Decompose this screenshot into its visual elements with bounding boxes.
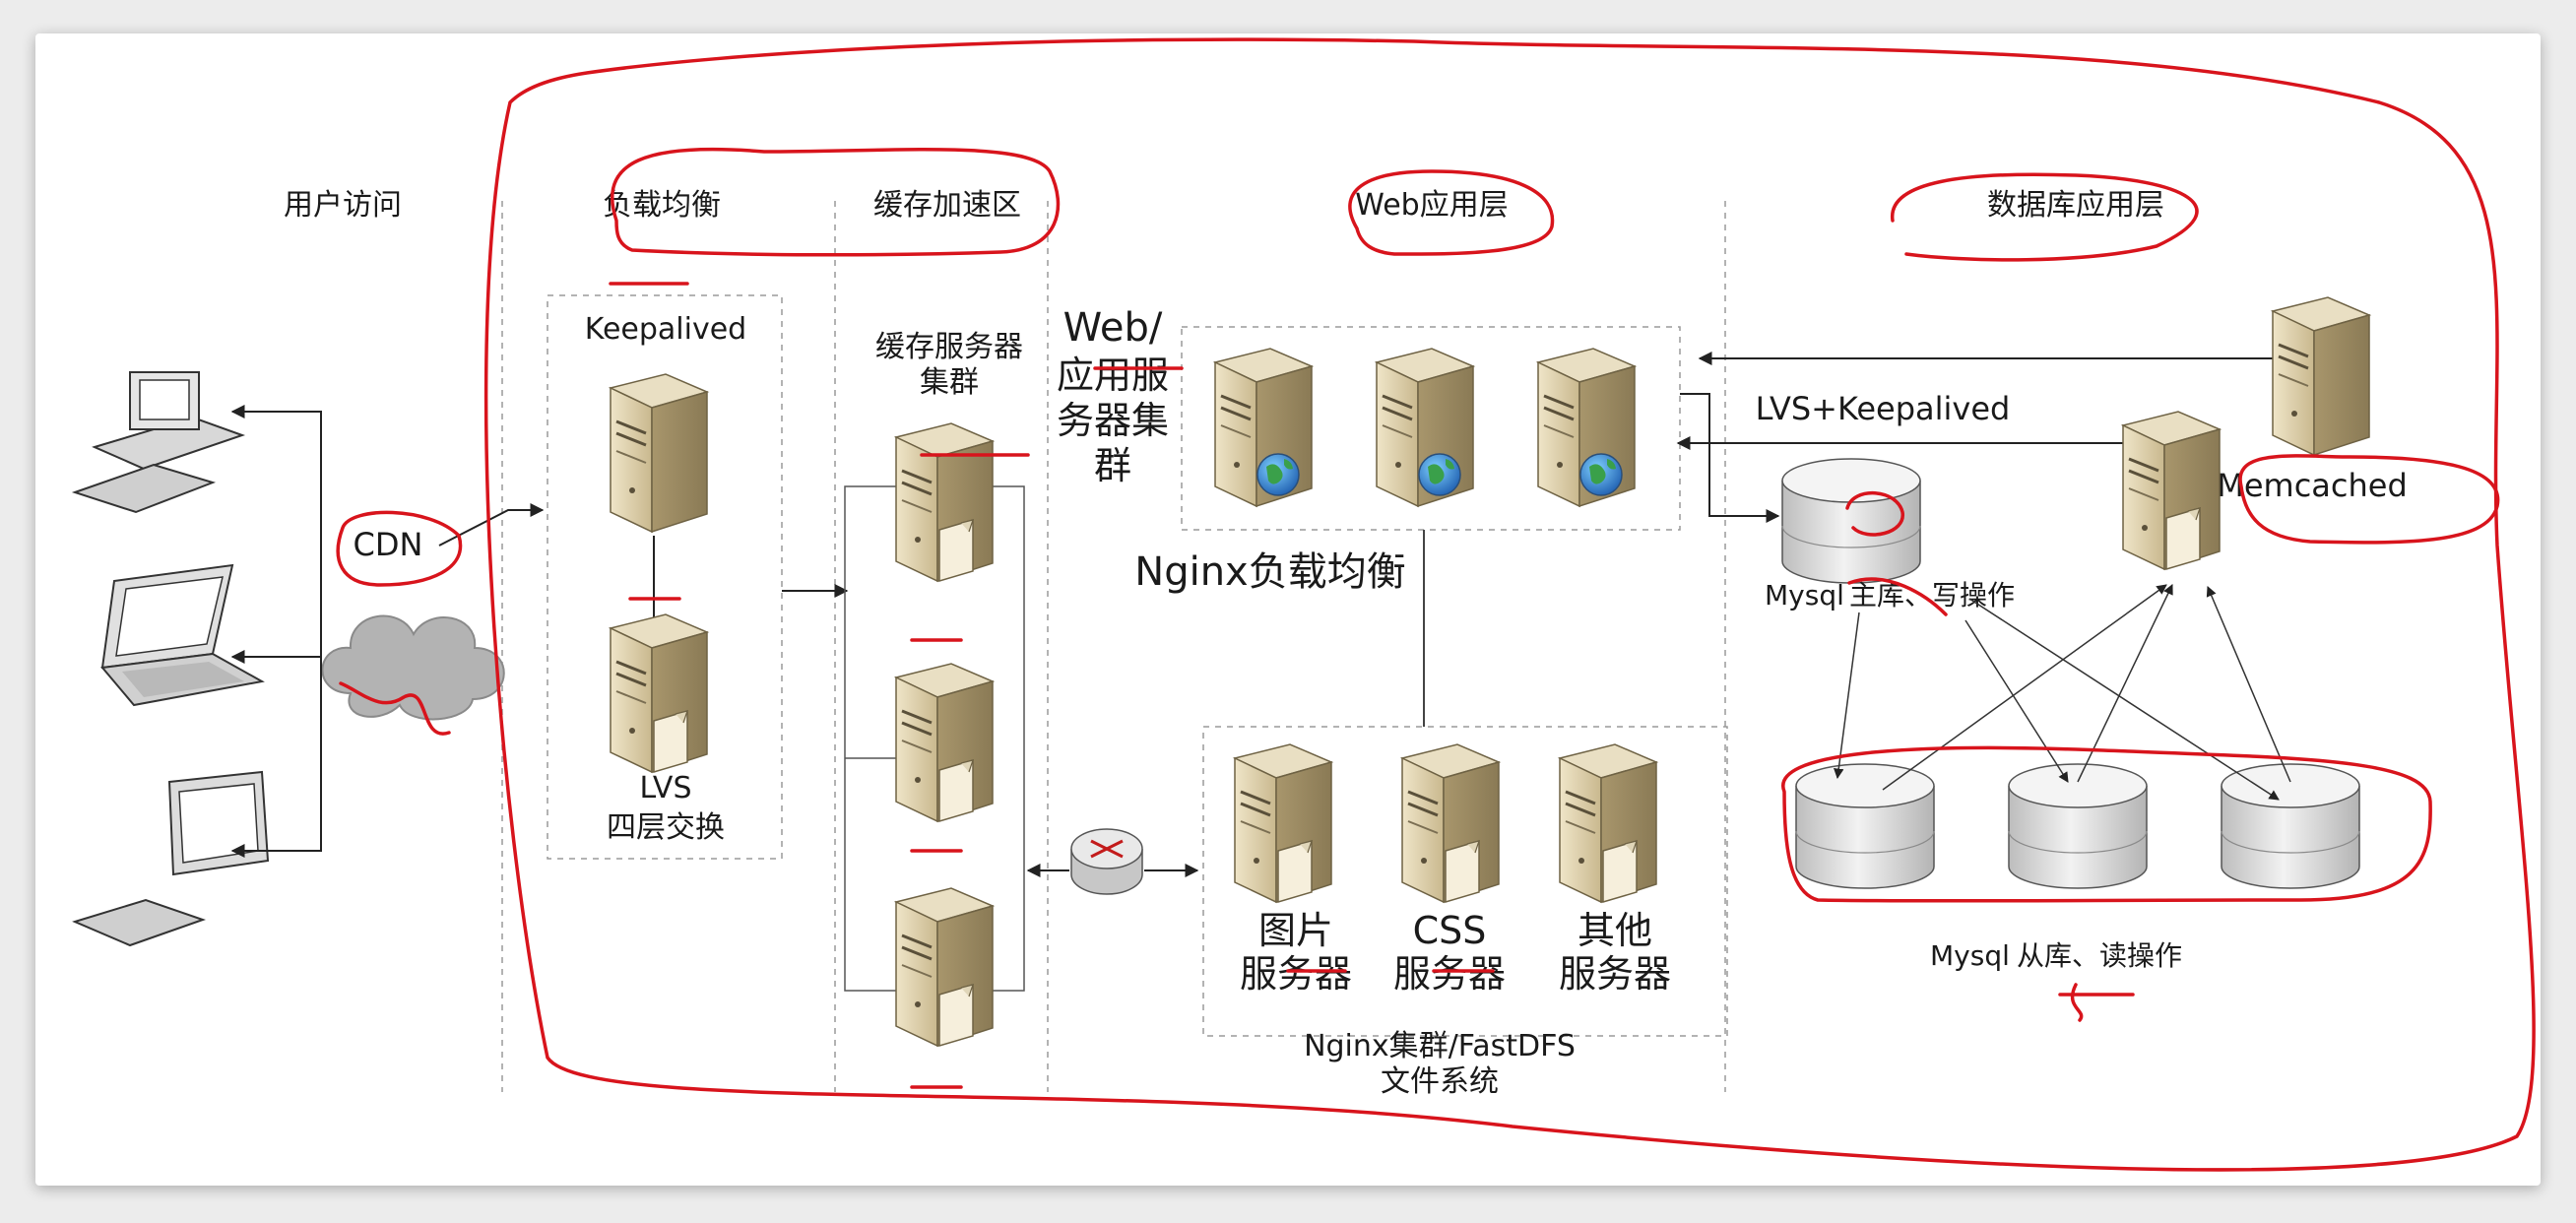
mysql-slave-2-disk-icon xyxy=(2008,763,2148,889)
mysql-slave-3-disk-icon xyxy=(2221,763,2360,889)
heading-user-access: 用户访问 xyxy=(284,188,402,223)
cdn-label: CDN xyxy=(354,526,423,563)
web-server-3-icon xyxy=(1538,349,1635,506)
other-server-label-1: 其他 xyxy=(1578,909,1652,952)
web-cluster-label-2: 应用服 xyxy=(1057,354,1169,397)
mysql-slave-label-b: 从库、读操作 xyxy=(2017,939,2182,972)
laptop-icon xyxy=(100,563,265,707)
other-server-icon xyxy=(1560,744,1656,902)
mysql-slave-label-a: Mysql xyxy=(1930,939,2010,972)
cache-cluster-label-1: 缓存服务器 xyxy=(875,330,1023,364)
heading-cache-zone: 缓存加速区 xyxy=(873,188,1021,223)
lvs-keepalived-server-icon xyxy=(2123,412,2220,569)
image-server-icon xyxy=(1235,744,1331,902)
web-cluster-group xyxy=(1181,326,1681,531)
mysql-master-disk-icon xyxy=(1781,458,1921,584)
cdn-cloud-icon xyxy=(321,614,505,721)
image-server-label-2: 服务器 xyxy=(1240,952,1352,996)
annotation-master-circle xyxy=(1845,491,1904,537)
desktop-computer-icon xyxy=(71,371,246,514)
memcached-server-icon xyxy=(2271,295,2371,457)
architecture-diagram: 用户访问 负载均衡 缓存加速区 Web应用层 数据库应用层 CDN Keepal… xyxy=(71,37,2536,1172)
annotation-master-word xyxy=(1847,577,1948,616)
keepalived-group xyxy=(547,294,783,860)
annotation-cdn-circle xyxy=(336,510,463,587)
web-to-master-connector xyxy=(1680,393,1780,523)
annotation-memcached-loop xyxy=(2238,454,2500,545)
cache-server-3-icon xyxy=(896,888,993,1046)
heading-db-layer: 数据库应用层 xyxy=(1987,188,2164,223)
web-server-1-icon xyxy=(1215,349,1312,506)
lvs-sub-label: 四层交换 xyxy=(607,810,725,845)
red-annotations xyxy=(336,37,2536,1172)
annotation-web-heading-loop xyxy=(1348,169,1555,256)
web-server-2-icon xyxy=(1377,349,1473,506)
image-server-label-1: 图片 xyxy=(1258,909,1333,952)
fileserver-group xyxy=(1202,726,1728,1037)
screenshot-frame: 用户访问 负载均衡 缓存加速区 Web应用层 数据库应用层 CDN Keepal… xyxy=(35,33,2541,1186)
memcached-label: Memcached xyxy=(2217,467,2408,504)
annotation-cdn-mark xyxy=(339,681,451,736)
web-cluster-label-1: Web/ xyxy=(1063,305,1163,351)
cache-server-1-icon xyxy=(896,423,993,581)
nginx-lb-label: Nginx负载均衡 xyxy=(1134,549,1405,595)
css-server-label-1: CSS xyxy=(1413,909,1487,952)
lvs-keepalived-label: LVS+Keepalived xyxy=(1756,390,2011,427)
annotation-heading-loop xyxy=(611,147,1061,257)
router-icon xyxy=(1070,828,1143,895)
mysql-master-label-b: 主库、写操作 xyxy=(1849,579,2015,612)
web-cluster-label-3: 务器集 xyxy=(1057,399,1169,442)
cache-cluster-label-2: 集群 xyxy=(920,365,979,400)
cache-server-2-icon xyxy=(896,664,993,821)
annotation-db-heading-loop xyxy=(1891,172,2199,262)
mysql-slave-1-disk-icon xyxy=(1795,763,1935,889)
lvs-label: LVS xyxy=(640,771,692,805)
css-server-label-2: 服务器 xyxy=(1393,952,1506,996)
fastdfs-label-1: Nginx集群/FastDFS xyxy=(1304,1029,1576,1063)
user-connectors xyxy=(230,405,545,858)
mysql-master-label-a: Mysql xyxy=(1765,579,1844,612)
other-server-label-2: 服务器 xyxy=(1559,952,1671,996)
fastdfs-label-2: 文件系统 xyxy=(1381,1064,1499,1099)
annotation-slave-loop xyxy=(1781,745,2432,903)
lvs-server-icon xyxy=(611,614,707,772)
web-cluster-label-4: 群 xyxy=(1094,444,1131,487)
annotation-outer-loop xyxy=(483,37,2536,1172)
heading-load-balance: 负载均衡 xyxy=(603,188,721,223)
monitor-icon xyxy=(72,770,270,947)
heading-web-layer: Web应用层 xyxy=(1355,188,1508,223)
keepalived-server-icon xyxy=(609,372,709,534)
css-server-icon xyxy=(1402,744,1499,902)
keepalived-label: Keepalived xyxy=(585,312,746,347)
